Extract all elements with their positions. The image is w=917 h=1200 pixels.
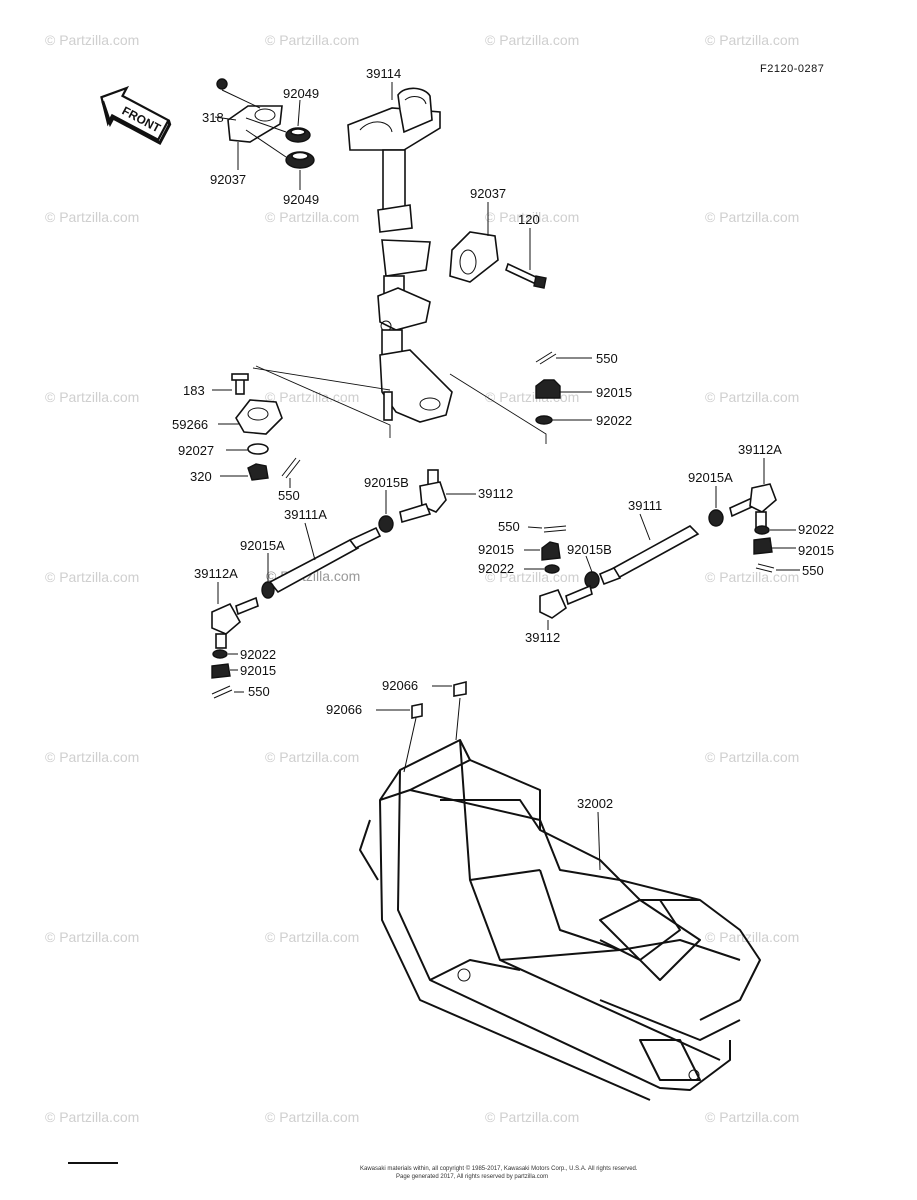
tie-rod-end-left — [211, 582, 259, 699]
part-label-320: 320 — [190, 469, 212, 484]
watermark: © Partzilla.com — [705, 389, 799, 405]
part-label-550: 550 — [278, 488, 300, 503]
tie-rod-left — [261, 522, 382, 599]
part-label-92022: 92022 — [240, 647, 276, 662]
watermark: © Partzilla.com — [45, 1109, 139, 1125]
watermark: © Partzilla.com — [265, 389, 359, 405]
tie-rod-right — [584, 486, 724, 589]
tie-rod-end-center — [378, 469, 476, 533]
frame-assembly — [359, 680, 761, 1101]
part-label-32002: 32002 — [577, 796, 613, 811]
watermark: © Partzilla.com — [265, 929, 359, 945]
part-label-183: 183 — [183, 383, 205, 398]
bearing-holder — [212, 373, 301, 488]
part-label-92015: 92015 — [596, 385, 632, 400]
part-label-550: 550 — [596, 351, 618, 366]
steering-stem — [347, 82, 453, 423]
part-label-92049: 92049 — [283, 86, 319, 101]
part-label-39114: 39114 — [366, 66, 401, 81]
part-label-92066: 92066 — [326, 702, 362, 717]
watermark: © Partzilla.com — [705, 1109, 799, 1125]
part-label-92015: 92015 — [478, 542, 514, 557]
watermark: © Partzilla.com — [265, 749, 359, 765]
part-label-550: 550 — [498, 519, 520, 534]
part-label-92037: 92037 — [470, 186, 506, 201]
part-label-92049: 92049 — [283, 192, 319, 207]
diagram-code: F2120-0287 — [760, 63, 824, 75]
stem-nut-set — [535, 351, 592, 425]
tie-rod-end-right — [729, 458, 800, 573]
watermark: © Partzilla.com — [265, 32, 359, 48]
watermark: © Partzilla.com — [45, 929, 139, 945]
watermark: © Partzilla.com — [485, 209, 579, 225]
watermark: © Partzilla.com — [705, 209, 799, 225]
part-label-39112: 39112 — [478, 486, 513, 501]
watermark: © Partzilla.com — [45, 32, 139, 48]
part-label-92066: 92066 — [382, 678, 418, 693]
tie-rod-end-inner-right — [524, 525, 593, 630]
part-label-92015B: 92015B — [567, 542, 612, 557]
watermark: © Partzilla.com — [265, 1109, 359, 1125]
watermark: © Partzilla.com — [705, 749, 799, 765]
part-label-92022: 92022 — [478, 561, 514, 576]
part-label-92027: 92027 — [178, 443, 214, 458]
part-label-92015B: 92015B — [364, 475, 409, 490]
part-label-120: 120 — [518, 212, 540, 227]
watermark: © Partzilla.com — [45, 749, 139, 765]
part-label-59266: 59266 — [172, 417, 208, 432]
part-label-92022: 92022 — [596, 413, 632, 428]
part-label-92015A: 92015A — [688, 470, 733, 485]
part-label-39111A: 39111A — [284, 507, 327, 522]
part-label-92015: 92015 — [798, 543, 834, 558]
watermark: © Partzilla.com — [45, 569, 139, 585]
part-label-550: 550 — [248, 684, 270, 699]
footer-copyright: Kawasaki materials within, all copyright… — [360, 1165, 638, 1172]
watermark: © Partzilla.com — [265, 209, 359, 225]
part-label-92015A: 92015A — [240, 538, 285, 553]
watermark: © Partzilla.com — [45, 209, 139, 225]
part-label-92015: 92015 — [240, 663, 276, 678]
front-arrow-icon: FRONT — [100, 85, 172, 145]
part-label-39112A: 39112A — [194, 566, 238, 581]
upper-clamp — [214, 78, 315, 190]
watermark: © Partzilla.com — [485, 1109, 579, 1125]
part-label-39111: 39111 — [628, 498, 662, 513]
part-label-550: 550 — [802, 563, 824, 578]
footer-note: Page generated 2017, All rights reserved… — [396, 1174, 548, 1180]
watermark: © Partzilla.com — [485, 32, 579, 48]
watermark: © Partzilla.com — [705, 569, 799, 585]
part-label-318: 318 — [202, 110, 224, 125]
lower-clamp — [449, 202, 547, 289]
part-label-92037: 92037 — [210, 172, 246, 187]
part-label-39112A: 39112A — [738, 442, 782, 457]
watermark: © Partzilla.com — [705, 32, 799, 48]
watermark: © Partzilla.com — [45, 389, 139, 405]
watermark: © Partzilla.com — [485, 389, 579, 405]
part-label-39112: 39112 — [525, 630, 560, 645]
watermark-grid: © Partzilla.com © Partzilla.com © Partzi… — [45, 32, 799, 1125]
watermark: © Partzilla.com — [705, 929, 799, 945]
part-label-92022: 92022 — [798, 522, 834, 537]
